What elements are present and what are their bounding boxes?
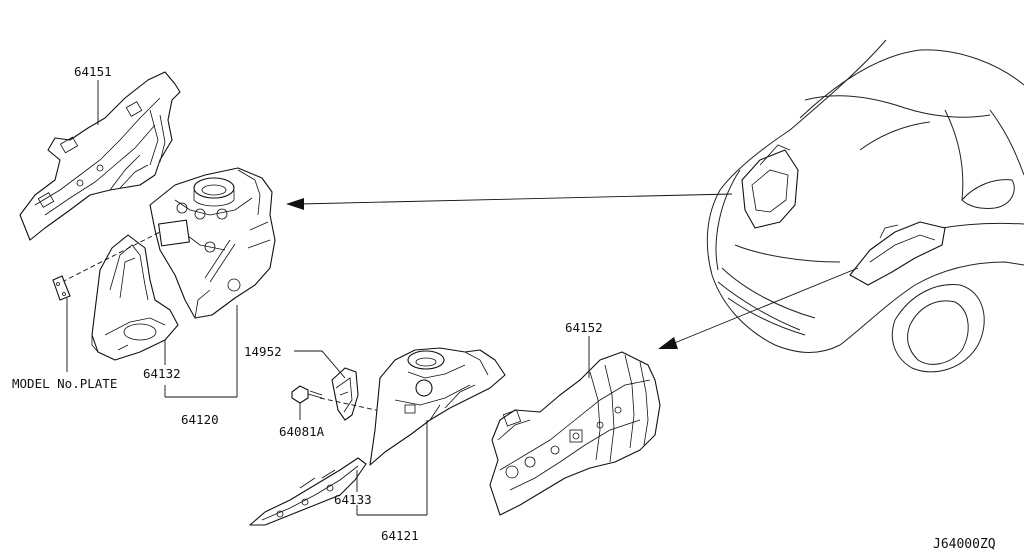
part-64120-housing [149,167,276,319]
dashed-line-bolt [319,397,386,413]
part-64132-bracket [91,234,179,361]
label-14952: 14952 [244,344,282,359]
dashed-line-left [61,231,161,283]
part-64151-rail [19,71,181,241]
part-64152-rail [489,351,661,516]
label-64120: 64120 [181,412,219,427]
diagram-id: J64000ZQ [933,537,996,552]
part-64133-strip [249,457,367,526]
label-64132: 64132 [143,366,181,381]
arrow-to-left-assembly [286,193,733,210]
model-plate [52,275,71,301]
label-64081a: 64081A [279,424,325,439]
label-64133: 64133 [334,492,372,507]
part-64081a-bolt [291,385,323,404]
label-64121: 64121 [381,528,419,543]
label-64151: 64151 [74,64,112,79]
part-14952-clip [331,367,359,421]
label-64152: 64152 [565,320,603,335]
label-model-plate: MODEL No.PLATE [12,376,117,391]
car-outline [706,39,1024,373]
part-64121-housing [369,347,506,466]
arrow-to-right-assembly [658,267,859,349]
leader-14952 [294,350,346,379]
